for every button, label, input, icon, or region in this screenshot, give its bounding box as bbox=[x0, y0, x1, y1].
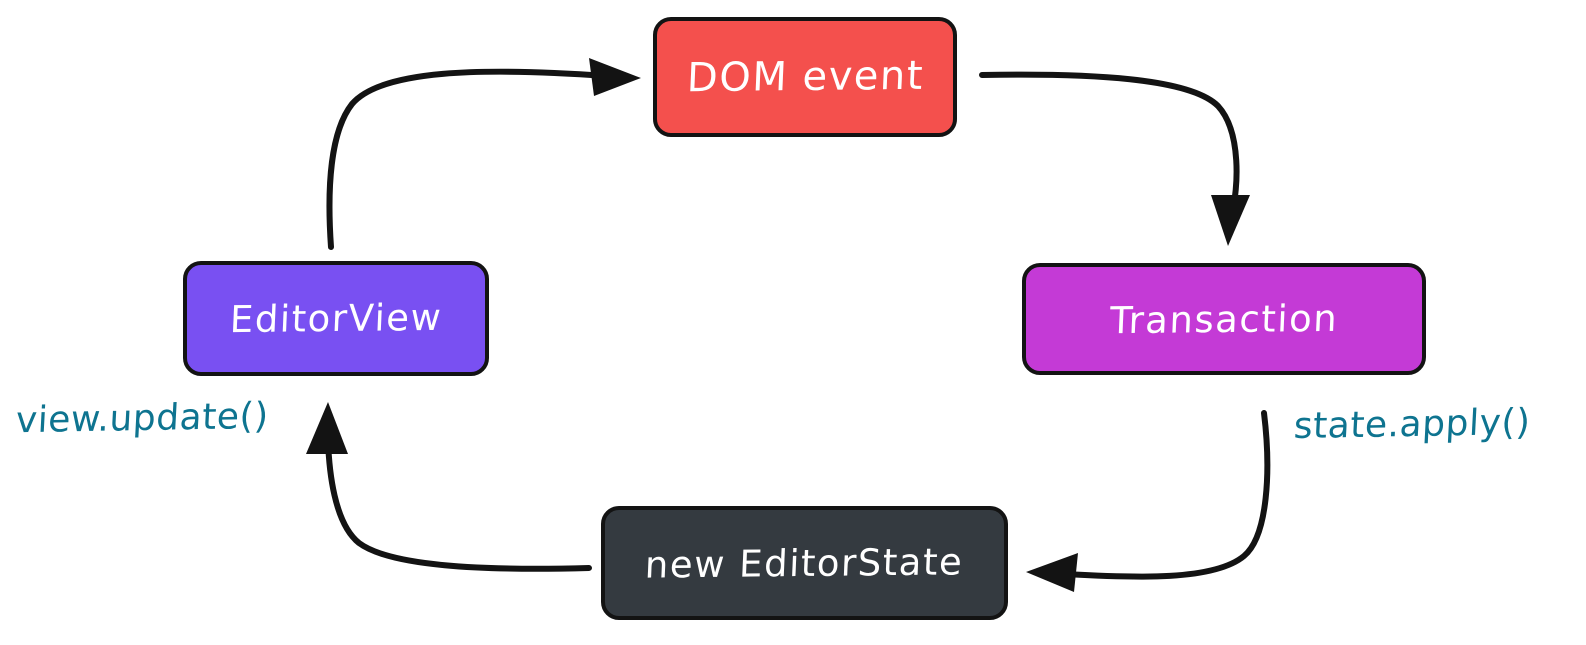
node-editorview-label: EditorView bbox=[228, 295, 444, 342]
arrow-dom-event-to-transaction bbox=[979, 71, 1250, 246]
node-new-editorstate[interactable]: new EditorState bbox=[601, 506, 1008, 620]
edge-label-view-update: view.update() bbox=[14, 395, 270, 442]
edge-label-state-apply: state.apply() bbox=[1292, 401, 1532, 448]
node-dom-event-label: DOM event bbox=[685, 52, 925, 102]
node-transaction[interactable]: Transaction bbox=[1022, 263, 1426, 375]
arrow-editorview-to-dom-event bbox=[326, 58, 641, 250]
node-new-editorstate-label: new EditorState bbox=[644, 539, 965, 587]
node-editorview[interactable]: EditorView bbox=[183, 261, 489, 376]
arrow-editorstate-to-editorview bbox=[306, 402, 592, 572]
node-transaction-label: Transaction bbox=[1108, 296, 1340, 342]
node-dom-event[interactable]: DOM event bbox=[653, 17, 957, 137]
arrow-transaction-to-editorstate bbox=[1026, 410, 1271, 592]
